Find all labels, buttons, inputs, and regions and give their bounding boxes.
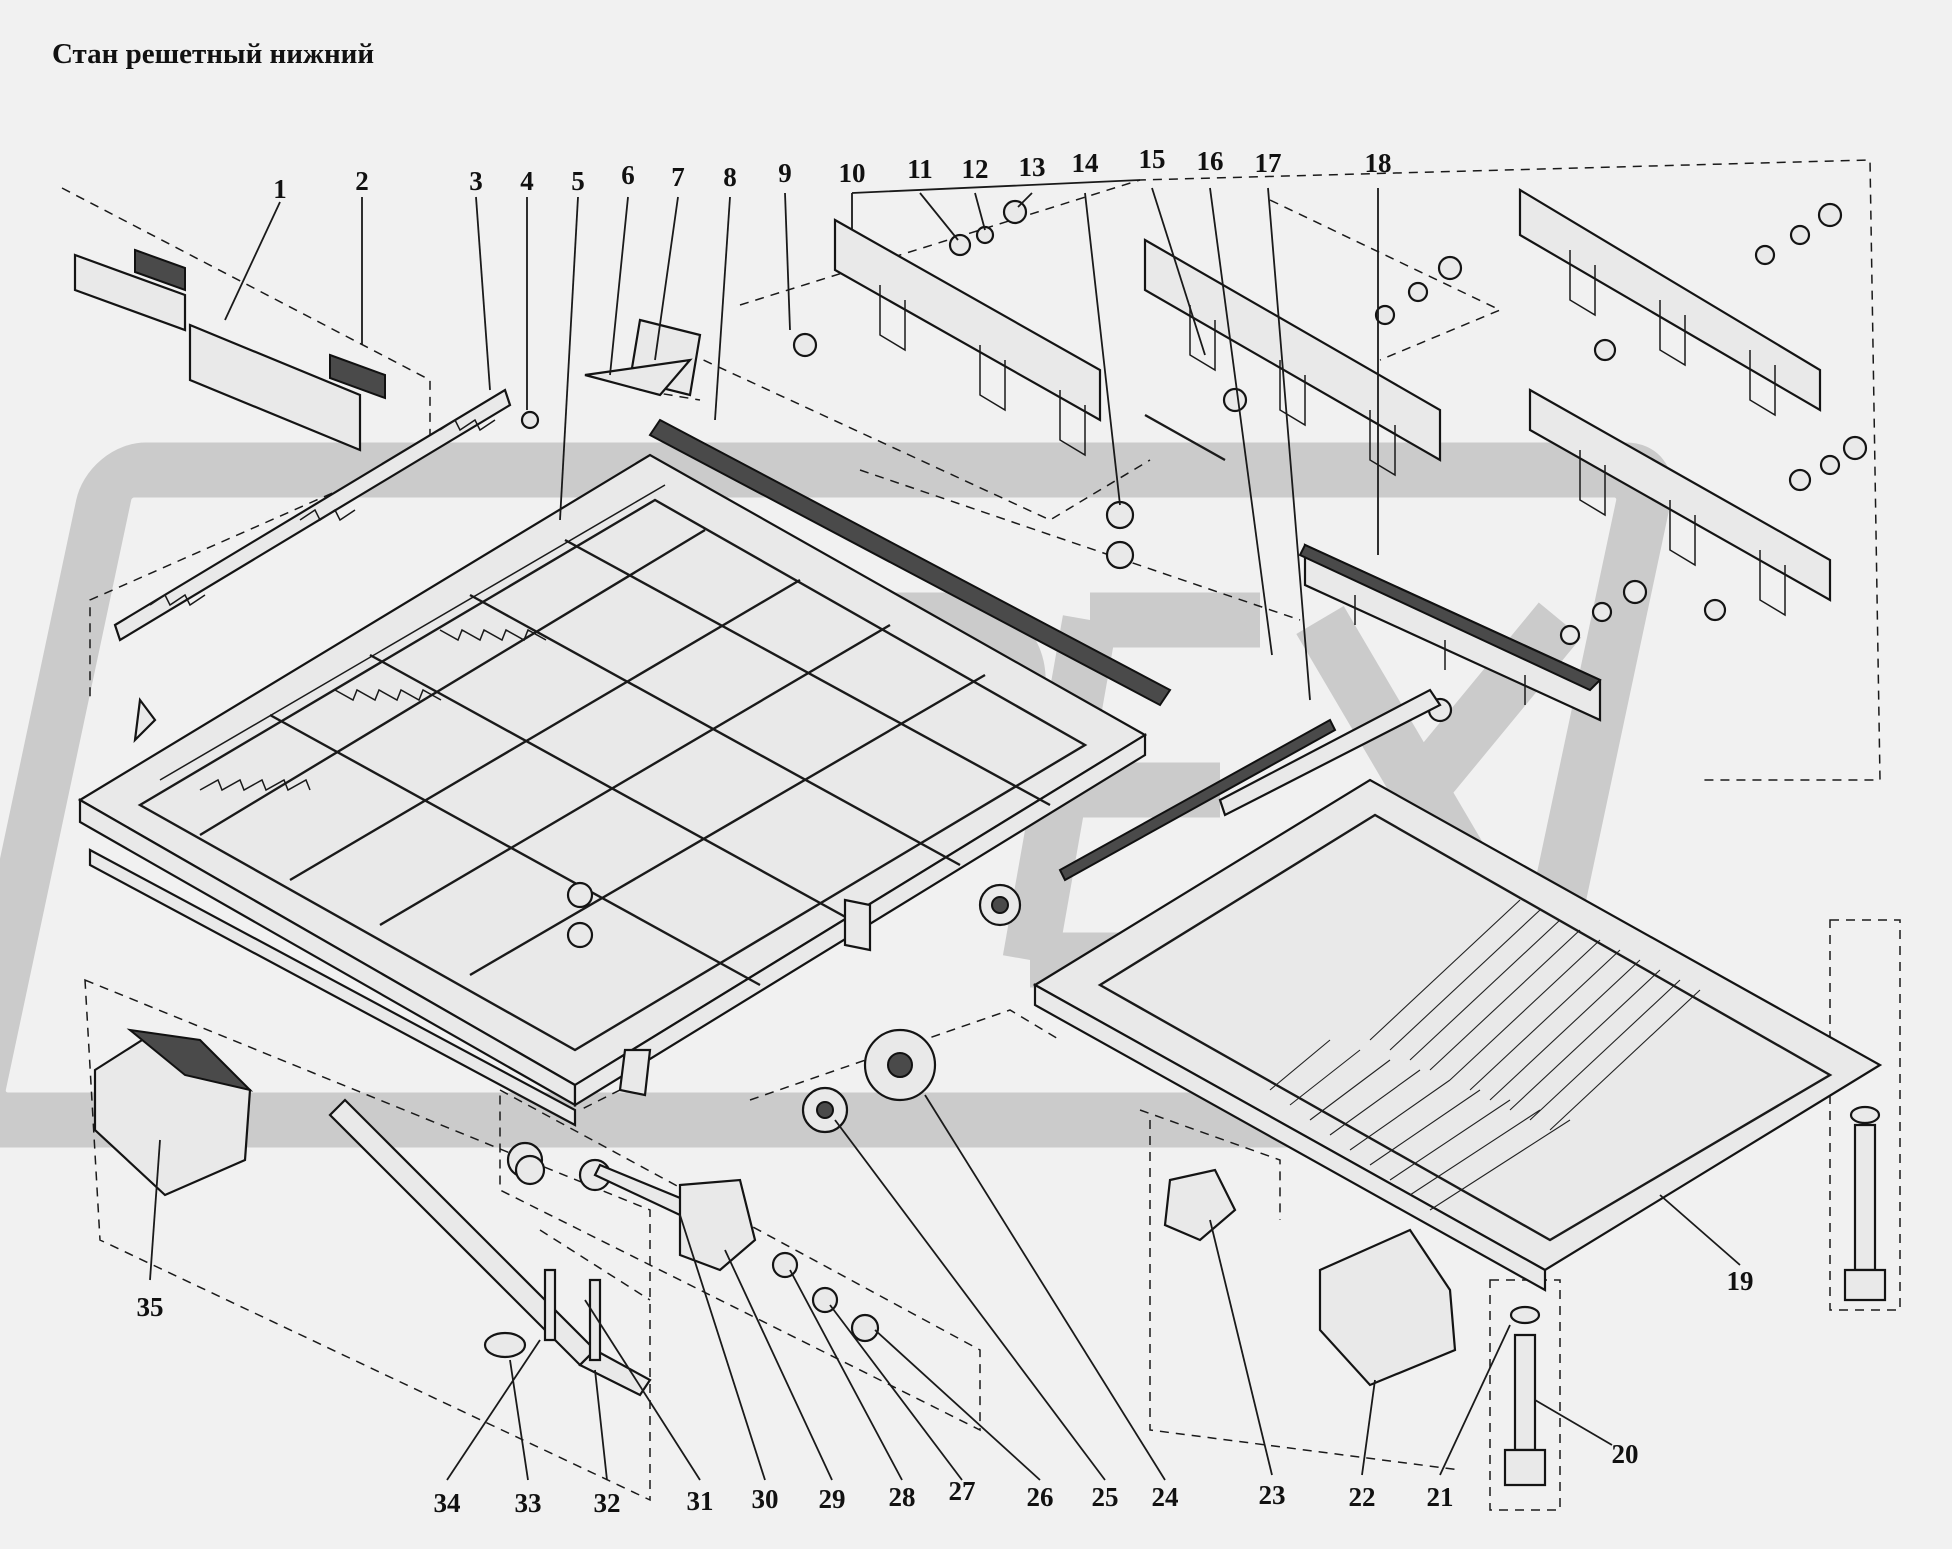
callout-17: 17 — [1255, 148, 1282, 178]
callout-8: 8 — [723, 162, 737, 192]
callout-3: 3 — [469, 166, 483, 196]
callout-11: 11 — [907, 154, 933, 184]
callout-10: 10 — [839, 158, 866, 188]
callout-1: 1 — [273, 174, 287, 204]
callout-9: 9 — [778, 158, 792, 188]
callout-29: 29 — [819, 1484, 846, 1514]
callout-2: 2 — [355, 166, 369, 196]
sieve-frame-main — [77, 418, 1172, 1127]
callout-33: 33 — [515, 1488, 542, 1518]
callout-18: 18 — [1365, 148, 1392, 178]
lower-left-parts — [93, 1028, 880, 1397]
fasteners — [520, 199, 1868, 949]
callout-27: 27 — [949, 1476, 976, 1506]
callout-19: 19 — [1727, 1266, 1754, 1296]
callout-6: 6 — [621, 160, 635, 190]
callout-5: 5 — [571, 166, 585, 196]
callout-32: 32 — [594, 1488, 621, 1518]
callout-13: 13 — [1019, 152, 1046, 182]
callout-4: 4 — [520, 166, 534, 196]
callout-34: 34 — [434, 1488, 461, 1518]
frame-detail-parts — [133, 697, 872, 1097]
extension-sieve-frame — [1032, 778, 1883, 1292]
callout-25: 25 — [1092, 1482, 1119, 1512]
callout-15: 15 — [1139, 144, 1166, 174]
left-sidebar-with-springs — [113, 388, 512, 642]
callout-26: 26 — [1027, 1482, 1054, 1512]
callout-14: 14 — [1072, 148, 1099, 178]
callout-24: 24 — [1152, 1482, 1179, 1512]
callout-12: 12 — [962, 154, 989, 184]
callout-16: 16 — [1197, 146, 1224, 176]
callout-7: 7 — [671, 162, 685, 192]
callout-21: 21 — [1427, 1482, 1454, 1512]
chute-plate — [584, 318, 702, 397]
callout-20: 20 — [1612, 1439, 1639, 1469]
callout-28: 28 — [889, 1482, 916, 1512]
adjusting-bolts — [1503, 1105, 1887, 1487]
upper-brackets — [833, 188, 1832, 617]
rods — [978, 413, 1442, 927]
sieve-comb-bars — [199, 628, 547, 792]
leader-lines — [149, 179, 1741, 1481]
callout-35: 35 — [137, 1292, 164, 1322]
right-bracket-assembly — [1298, 543, 1602, 722]
callout-23: 23 — [1259, 1480, 1286, 1510]
callout-30: 30 — [752, 1484, 779, 1514]
callout-31: 31 — [687, 1486, 714, 1516]
callout-numbers: 1 2 3 4 5 6 7 8 9 10 11 12 13 14 15 16 1… — [137, 144, 1754, 1518]
callout-22: 22 — [1349, 1482, 1376, 1512]
upper-sieve-plates — [73, 248, 386, 452]
diagram-title: Стан решетный нижний — [52, 38, 375, 70]
